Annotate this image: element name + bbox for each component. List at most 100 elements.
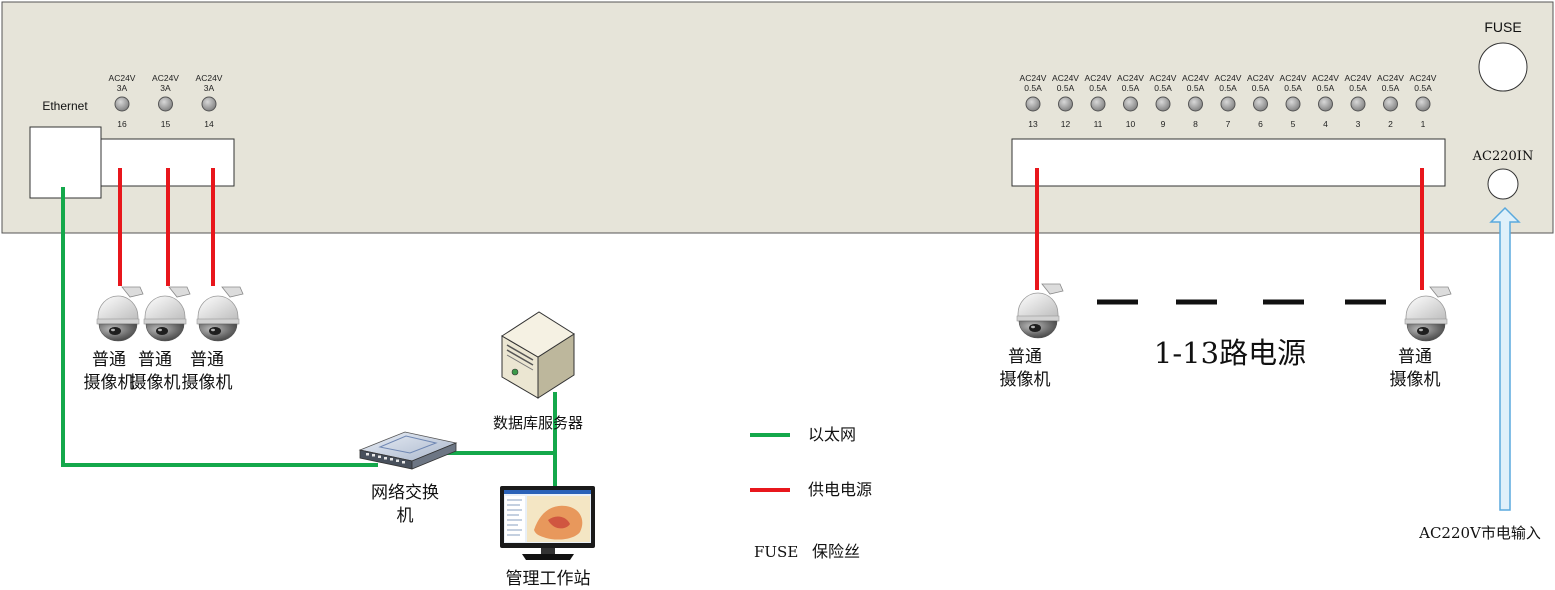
port-number: 8	[1193, 119, 1198, 129]
ethernet-port	[29, 126, 102, 199]
port-current: 0.5A	[1317, 83, 1335, 93]
mains-input-arrow	[1489, 206, 1521, 511]
port-number: 9	[1161, 119, 1166, 129]
ac-in-label: AC220IN	[1472, 149, 1534, 164]
port-number: 4	[1323, 119, 1328, 129]
indicator-led	[201, 96, 217, 112]
fuse-holder	[1478, 42, 1528, 92]
port-voltage: AC24V	[1020, 73, 1047, 83]
port-number: 3	[1356, 119, 1361, 129]
port-current: 0.5A	[1024, 83, 1042, 93]
indicator-led	[1123, 96, 1138, 112]
camera-label-line2: 摄像机	[1390, 370, 1441, 390]
port-number: 14	[204, 119, 214, 129]
dome-camera-icon	[1016, 283, 1064, 339]
server-label: 数据库服务器	[493, 414, 583, 432]
dome-camera-icon	[196, 286, 244, 342]
port-current: 0.5A	[1187, 83, 1205, 93]
ac-in-socket	[1487, 168, 1519, 200]
indicator-led	[1220, 96, 1236, 112]
indicator-led	[1090, 96, 1106, 112]
port-voltage: AC24V	[109, 73, 136, 83]
switch-label-line2: 机	[397, 506, 414, 526]
port-number: 16	[117, 119, 127, 129]
ethernet-label: Ethernet	[42, 99, 88, 113]
port-voltage: AC24V	[1312, 73, 1339, 83]
indicator-led	[1285, 96, 1301, 112]
indicator-led	[1188, 96, 1203, 112]
port-number: 11	[1094, 119, 1103, 129]
port-voltage: AC24V	[152, 73, 179, 83]
port-current: 0.5A	[1154, 83, 1172, 93]
port-number: 10	[1126, 119, 1136, 129]
port-number: 5	[1291, 119, 1296, 129]
port-current: 3A	[204, 83, 215, 93]
dome-camera-icon	[143, 286, 191, 342]
legend-fuse-key: FUSE	[754, 543, 798, 561]
legend: 以太网 供电电源 FUSE 保险丝	[750, 425, 872, 561]
indicator-led	[1350, 96, 1366, 112]
indicator-led	[1025, 96, 1041, 112]
workstation-label: 管理工作站	[506, 569, 591, 589]
indicator-led	[1318, 96, 1333, 112]
indicator-led	[114, 96, 130, 112]
dome-camera-icon	[96, 286, 144, 342]
dome-camera-icon	[1404, 286, 1452, 342]
port-current: 3A	[117, 83, 128, 93]
camera-label-line2: 摄像机	[84, 373, 135, 393]
port-number: 6	[1258, 119, 1263, 129]
server-icon	[501, 311, 575, 399]
port-current: 0.5A	[1089, 83, 1107, 93]
legend-fuse-value: 保险丝	[812, 542, 860, 561]
port-voltage: AC24V	[196, 73, 223, 83]
camera-label-line1: 普通	[190, 350, 224, 370]
port-number: 1	[1421, 119, 1426, 129]
port-number: 13	[1028, 119, 1038, 129]
port-voltage: AC24V	[1247, 73, 1274, 83]
camera-label-line1: 普通	[92, 350, 126, 370]
port-current: 0.5A	[1122, 83, 1140, 93]
camera-label-line1: 普通	[1008, 347, 1042, 367]
mains-input-label: AC220V市电输入	[1418, 524, 1541, 542]
port-voltage: AC24V	[1052, 73, 1079, 83]
port-voltage: AC24V	[1345, 73, 1372, 83]
legend-power-label: 供电电源	[808, 480, 872, 499]
camera-label-line1: 普通	[1398, 347, 1432, 367]
indicator-led	[1253, 96, 1268, 112]
camera-label-line1: 普通	[138, 350, 172, 370]
power-range-label: 1-13路电源	[1154, 336, 1306, 370]
port-current: 0.5A	[1252, 83, 1270, 93]
monitor-icon	[500, 486, 595, 560]
port-voltage: AC24V	[1150, 73, 1177, 83]
indicator-led	[158, 96, 173, 112]
port-number: 7	[1226, 119, 1231, 129]
port-number: 2	[1388, 119, 1393, 129]
port-current: 3A	[160, 83, 171, 93]
port-number: 15	[161, 119, 171, 129]
port-current: 0.5A	[1284, 83, 1302, 93]
port-current: 0.5A	[1057, 83, 1075, 93]
port-voltage: AC24V	[1410, 73, 1437, 83]
legend-ethernet-label: 以太网	[808, 425, 856, 444]
port-voltage: AC24V	[1117, 73, 1144, 83]
indicator-ports: AC24V3A16AC24V3A15AC24V3A14AC24V0.5A13AC…	[109, 73, 1437, 129]
